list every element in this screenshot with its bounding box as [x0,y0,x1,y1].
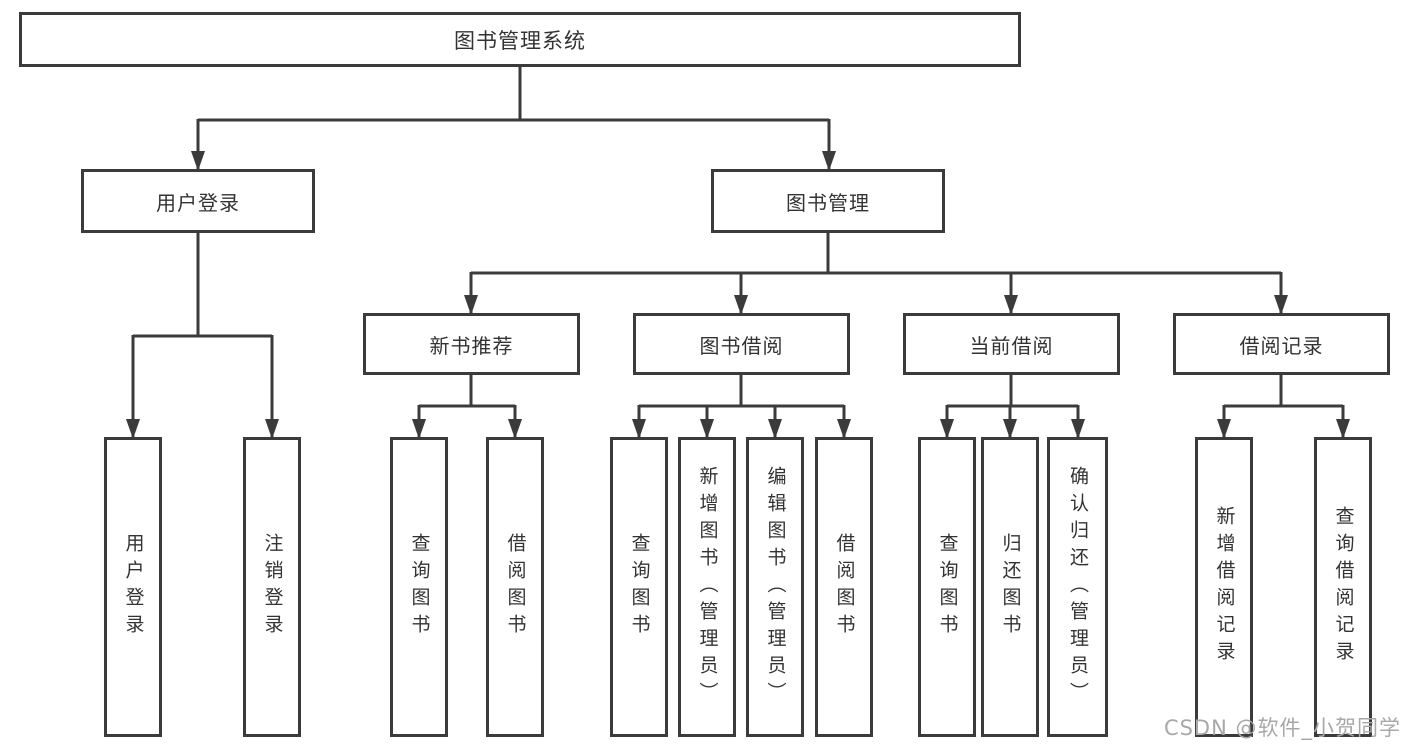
leaf-query-books-borrowing: 查询图书 [610,437,668,737]
watermark-text: CSDN @软件_小贺同学 [1163,716,1401,740]
leaf-query-borrow-record: 查询借阅记录 [1314,437,1372,737]
node-library-management-system: 图书管理系统 [19,12,1021,67]
leaf-logout: 注销登录 [243,437,301,737]
leaf-borrow-books-recommend: 借阅图书 [486,437,544,737]
node-book-management: 图书管理 [711,169,945,233]
leaf-borrow-books-borrowing: 借阅图书 [815,437,873,737]
node-user-login: 用户登录 [81,169,315,233]
leaf-add-borrow-record: 新增借阅记录 [1195,437,1253,737]
leaf-add-book-admin: 新增图书（管理员） [678,437,736,737]
node-new-book-recommend: 新书推荐 [363,313,580,375]
leaf-query-books-current: 查询图书 [918,437,976,737]
leaf-return-book: 归还图书 [981,437,1039,737]
leaf-confirm-return-admin: 确认归还（管理员） [1047,437,1108,737]
node-current-borrowing: 当前借阅 [903,313,1120,375]
node-borrow-records: 借阅记录 [1173,313,1390,375]
node-book-borrowing: 图书借阅 [633,313,850,375]
leaf-user-login: 用户登录 [104,437,162,737]
leaf-query-books-recommend: 查询图书 [390,437,448,737]
leaf-edit-book-admin: 编辑图书（管理员） [746,437,804,737]
